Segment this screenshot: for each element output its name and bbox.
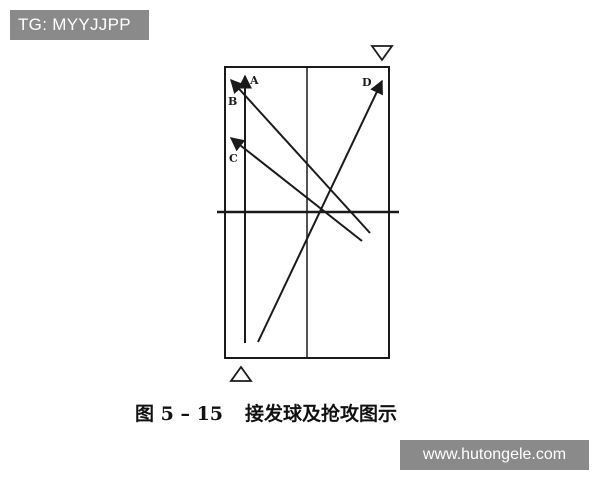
trajectory-b [230, 78, 371, 234]
point-label-c: C [229, 152, 238, 165]
figure-caption: 图 5 – 15 接发球及抢攻图示 [135, 400, 495, 428]
server-triangle-icon [229, 365, 253, 382]
trajectory-c [229, 137, 363, 242]
point-label-b: B [228, 95, 237, 108]
receiver-triangle-icon [370, 45, 394, 62]
figure-number: 图 5 – 15 [135, 403, 224, 425]
point-label-d: D [362, 76, 372, 89]
figure-title: 接发球及抢攻图示 [245, 403, 398, 425]
trajectory-d [257, 79, 383, 343]
point-label-a: A [249, 74, 259, 87]
channel-label: TG: MYYJJPP [10, 10, 149, 40]
site-watermark: www.hutongele.com [400, 440, 589, 470]
